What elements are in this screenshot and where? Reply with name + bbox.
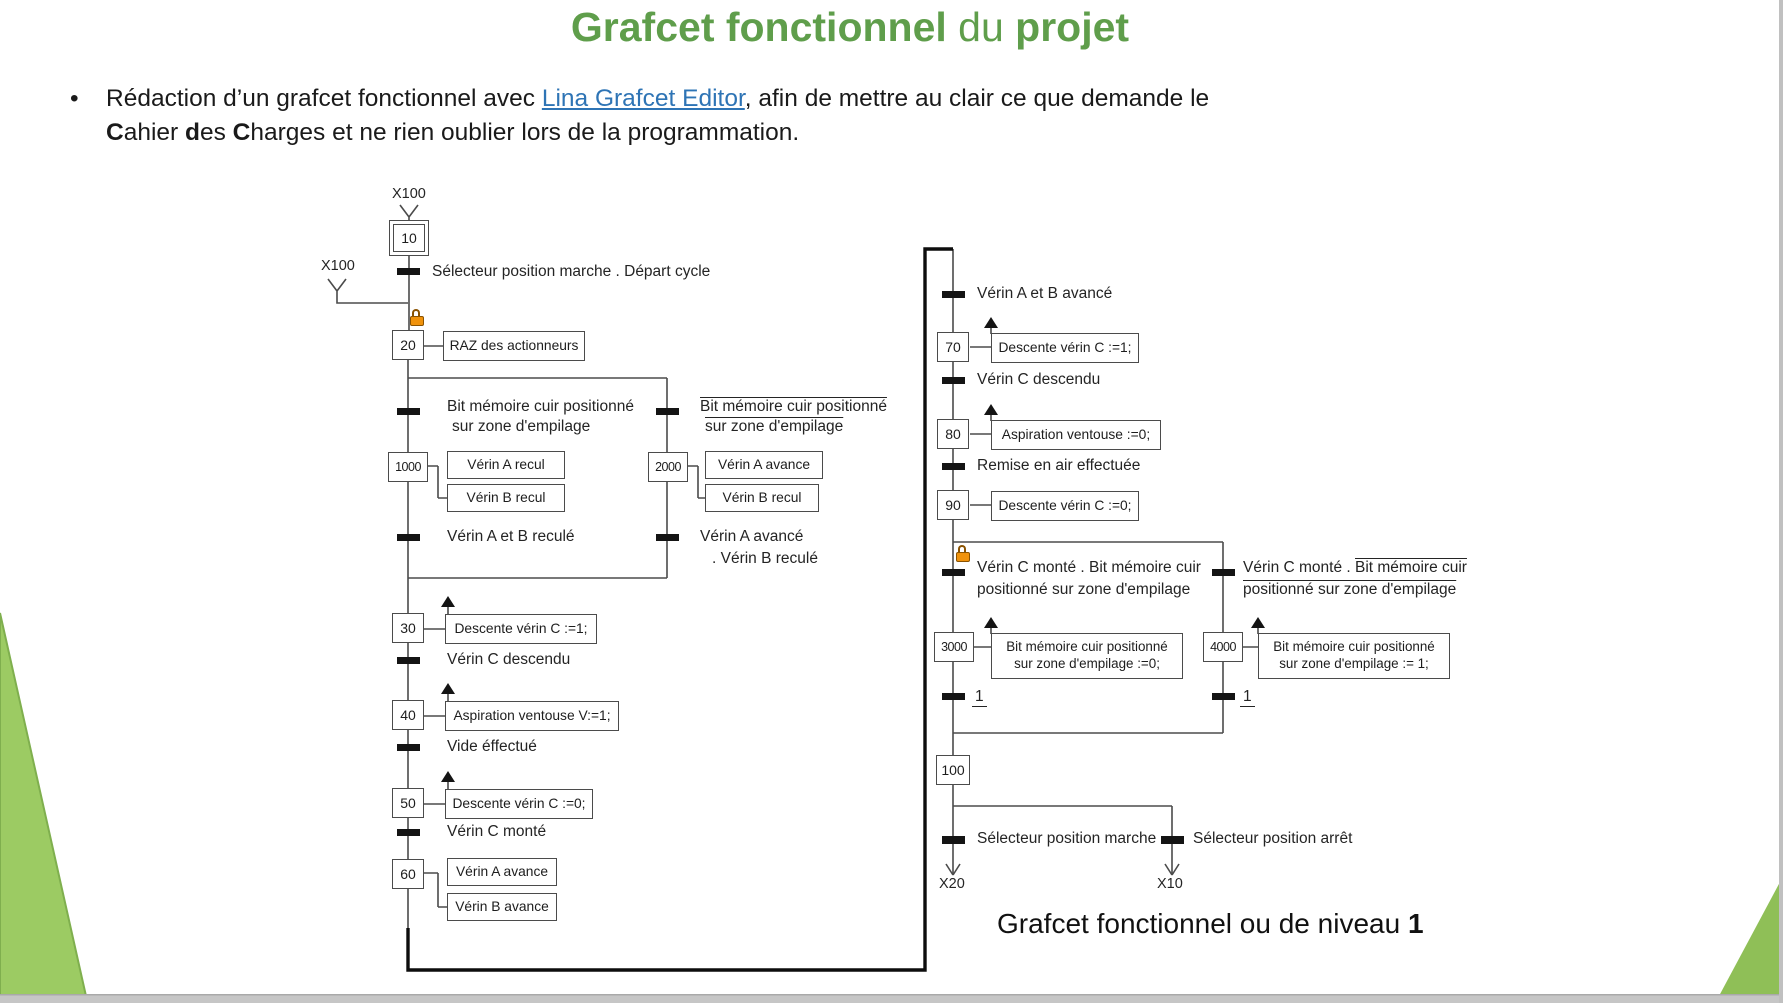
transition-label-t90-right-l2: positionné sur zone d'empilage xyxy=(1243,581,1457,598)
title-mid: du xyxy=(946,4,1016,50)
transition-label-t20-left-l1: Bit mémoire cuir positionné xyxy=(447,398,634,415)
intro-line1-pre: Rédaction d’un grafcet fonctionnel avec xyxy=(106,85,542,112)
transition-label-t90-right-l1: Vérin C monté . Bit mémoire cuir xyxy=(1243,559,1467,578)
t90-right-overlined: Bit mémoire cuir xyxy=(1355,559,1467,576)
intro-line2-b2: d xyxy=(185,119,200,146)
intro-bullet: • Rédaction d’un grafcet fonctionnel ave… xyxy=(70,82,1470,150)
step-2000: 2000 xyxy=(648,452,688,482)
step-100: 100 xyxy=(936,755,970,785)
transition-label-t40: Vide éffectué xyxy=(447,738,537,755)
action-2000-b: Vérin B recul xyxy=(705,484,819,512)
action-4000-line2: sur zone d'empilage := 1; xyxy=(1279,656,1429,671)
transition-label-t20-right-l1: Bit mémoire cuir positionné xyxy=(700,398,887,415)
transition-label-t20-right-l2: sur zone d'empilage xyxy=(705,418,844,435)
always-true-1: 1 xyxy=(972,688,987,707)
intro-line2-t3: harges et ne rien oublier lors de la pro… xyxy=(250,119,800,146)
bullet-marker: • xyxy=(70,85,79,112)
step-40: 40 xyxy=(392,700,424,730)
caption-level: 1 xyxy=(1407,908,1424,939)
action-60-a: Vérin A avance xyxy=(447,858,557,886)
lock-body xyxy=(410,316,424,326)
diagram-caption: Grafcet fonctionnel ou de niveau 1 xyxy=(997,908,1424,940)
intro-line2-b1: C xyxy=(106,119,124,146)
transition-label-t2000-l2: . Vérin B reculé xyxy=(712,550,818,567)
lock-shackle xyxy=(412,309,420,318)
action-70: Descente vérin C :=1; xyxy=(991,333,1139,363)
lock-body xyxy=(956,552,970,562)
action-4000: Bit mémoire cuir positionné sur zone d'e… xyxy=(1258,633,1450,679)
transition-label-t3000: 1 xyxy=(972,688,987,707)
action-60-b: Vérin B avance xyxy=(447,893,557,921)
transition-label-t80: Remise en air effectuée xyxy=(977,457,1141,474)
title-lead: Grafcet fonctionnel xyxy=(570,4,947,50)
action-3000-line2: sur zone d'empilage :=0; xyxy=(1014,656,1160,671)
step-50: 50 xyxy=(392,788,424,818)
step-20: 20 xyxy=(392,330,424,360)
action-30: Descente vérin C :=1; xyxy=(445,614,597,644)
transition-label-t4000: 1 xyxy=(1240,688,1255,707)
transition-label-t2000-l1: Vérin A avancé xyxy=(700,528,804,545)
transition-label-t1000: Vérin A et B reculé xyxy=(447,528,575,545)
transition-label-t20-left-l2: sur zone d'empilage xyxy=(452,418,591,435)
transition-label-t70: Vérin C descendu xyxy=(977,371,1101,388)
intro-line2-t2: es xyxy=(199,119,233,146)
action-40: Aspiration ventouse V:=1; xyxy=(445,701,619,731)
jump-label-x20: X20 xyxy=(939,876,965,892)
lock-icon xyxy=(410,309,424,326)
transition-label-t90-left-l2: positionné sur zone d'empilage xyxy=(977,581,1191,598)
action-1000-a: Vérin A recul xyxy=(447,451,565,479)
intro-text: Rédaction d’un grafcet fonctionnel avec … xyxy=(106,82,1470,150)
intro-line1-post: , afin de mettre au clair ce que demande… xyxy=(744,85,1210,112)
action-90: Descente vérin C :=0; xyxy=(991,491,1139,521)
step-60: 60 xyxy=(392,859,424,889)
action-50: Descente vérin C :=0; xyxy=(445,789,593,819)
lock-shackle xyxy=(958,545,966,554)
step-30: 30 xyxy=(392,613,424,643)
transition-label-t50: Vérin C monté xyxy=(447,823,547,840)
action-3000: Bit mémoire cuir positionné sur zone d'e… xyxy=(991,633,1183,679)
step-10-number: 10 xyxy=(393,224,425,252)
step-3000: 3000 xyxy=(934,632,974,662)
action-1000-b: Vérin B recul xyxy=(447,484,565,512)
action-2000-a: Vérin A avance xyxy=(705,451,823,479)
transition-label-t100-right: Sélecteur position arrêt xyxy=(1193,830,1353,847)
action-4000-line1: Bit mémoire cuir positionné xyxy=(1273,639,1435,655)
caption-text: Grafcet fonctionnel ou de niveau xyxy=(997,908,1408,939)
jump-label-x10: X10 xyxy=(1157,876,1183,892)
intro-line2-b3: C xyxy=(232,119,251,146)
step-70: 70 xyxy=(937,332,969,362)
action-3000-line1: Bit mémoire cuir positionné xyxy=(1006,639,1168,655)
transition-label-t100-left: Sélecteur position marche xyxy=(977,830,1157,847)
step-10-initial: 10 xyxy=(389,220,429,256)
title-tail: projet xyxy=(1015,4,1130,50)
transition-label-t60: Vérin A et B avancé xyxy=(977,285,1113,302)
t90-right-plain: Vérin C monté . xyxy=(1243,559,1355,576)
lock-icon xyxy=(956,545,970,562)
step-4000: 4000 xyxy=(1203,632,1243,662)
action-20: RAZ des actionneurs xyxy=(443,331,585,361)
always-true-1: 1 xyxy=(1240,688,1255,707)
page-title: Grafcet fonctionnel du projet xyxy=(0,4,1700,51)
jump-label-x100-left: X100 xyxy=(321,258,355,274)
action-80: Aspiration ventouse :=0; xyxy=(991,420,1161,450)
jump-label-x100-top: X100 xyxy=(392,186,426,202)
step-80: 80 xyxy=(937,419,969,449)
step-1000: 1000 xyxy=(388,452,428,482)
transition-label-t90-left-l1: Vérin C monté . Bit mémoire cuir xyxy=(977,559,1201,576)
transition-label-t10: Sélecteur position marche . Départ cycle xyxy=(432,263,711,280)
intro-line2-t1: ahier xyxy=(123,119,185,146)
transition-label-t30: Vérin C descendu xyxy=(447,651,571,668)
step-90: 90 xyxy=(937,490,969,520)
lina-grafcet-editor-link[interactable]: Lina Grafcet Editor xyxy=(541,85,745,112)
